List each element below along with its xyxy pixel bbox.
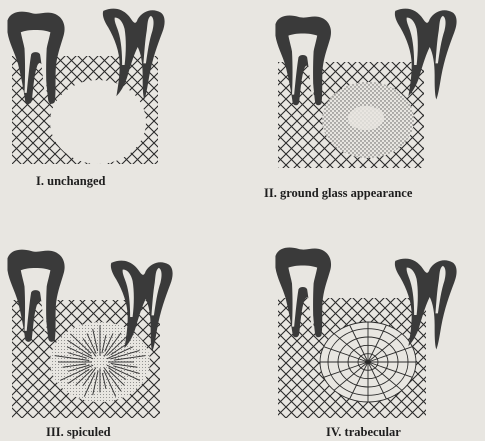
panel-spiculed: III. spiculed [7, 250, 172, 439]
panel-ground-glass: II. ground glass appearance [264, 9, 457, 200]
cystic-cavity [50, 80, 146, 164]
caption-spiculed: III. spiculed [46, 425, 111, 439]
panel-unchanged: I. unchanged [7, 9, 164, 188]
caption-trabecular: IV. trabecular [326, 425, 401, 439]
ground-glass-core [348, 106, 384, 130]
panel-trabecular: IV. trabecular [275, 248, 456, 439]
caption-ground-glass: II. ground glass appearance [264, 186, 413, 200]
caption-unchanged: I. unchanged [36, 174, 106, 188]
trabecular-web [320, 322, 416, 402]
